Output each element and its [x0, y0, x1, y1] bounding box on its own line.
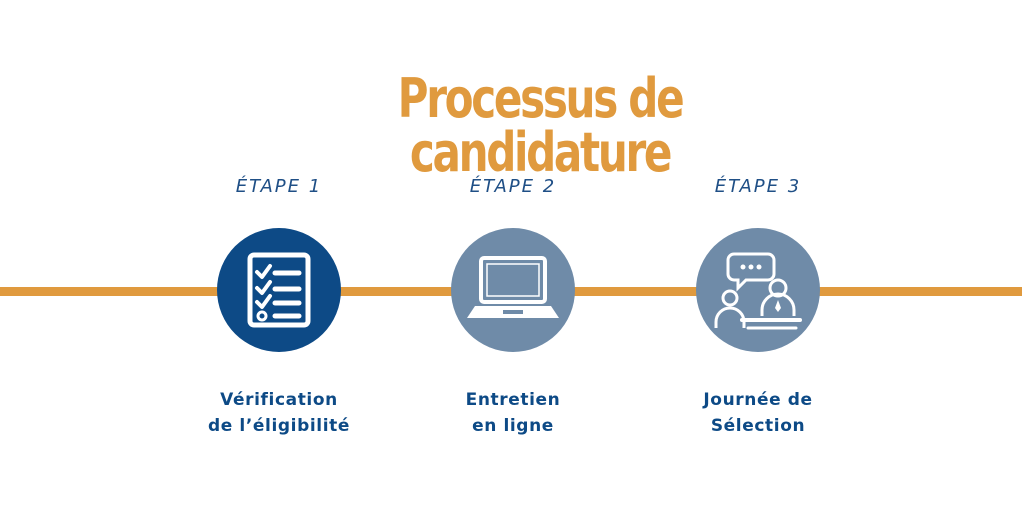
step-1-caption: Vérification de l’éligibilité: [149, 387, 409, 439]
step-3-caption-line2: Sélection: [710, 416, 806, 436]
step-1-circle: [217, 228, 341, 352]
step-3-circle: [696, 228, 820, 352]
step-2-label: ÉTAPE 2: [469, 176, 557, 197]
laptop-icon: [465, 254, 561, 326]
step-3-caption: Journée de Sélection: [628, 387, 888, 439]
step-1-label: ÉTAPE 1: [235, 176, 323, 197]
step-3: ÉTAPE 3 Journée de Sélec: [628, 0, 888, 517]
step-2-circle: [451, 228, 575, 352]
step-1: ÉTAPE 1 Vérification de l’éligibilité: [149, 0, 409, 517]
step-2-caption: Entretien en ligne: [383, 387, 643, 439]
step-2: ÉTAPE 2 Entretien en ligne: [383, 0, 643, 517]
page-title: Processus de candidature: [397, 67, 685, 184]
step-1-caption-line2: de l’éligibilité: [208, 416, 350, 436]
checklist-icon: [247, 252, 311, 328]
step-2-caption-line1: Entretien: [465, 390, 561, 410]
step-3-label: ÉTAPE 3: [714, 176, 802, 197]
step-1-caption-line1: Vérification: [220, 390, 338, 410]
step-3-caption-line1: Journée de: [703, 390, 813, 410]
step-2-caption-line2: en ligne: [472, 416, 554, 436]
meeting-icon: [712, 248, 804, 332]
